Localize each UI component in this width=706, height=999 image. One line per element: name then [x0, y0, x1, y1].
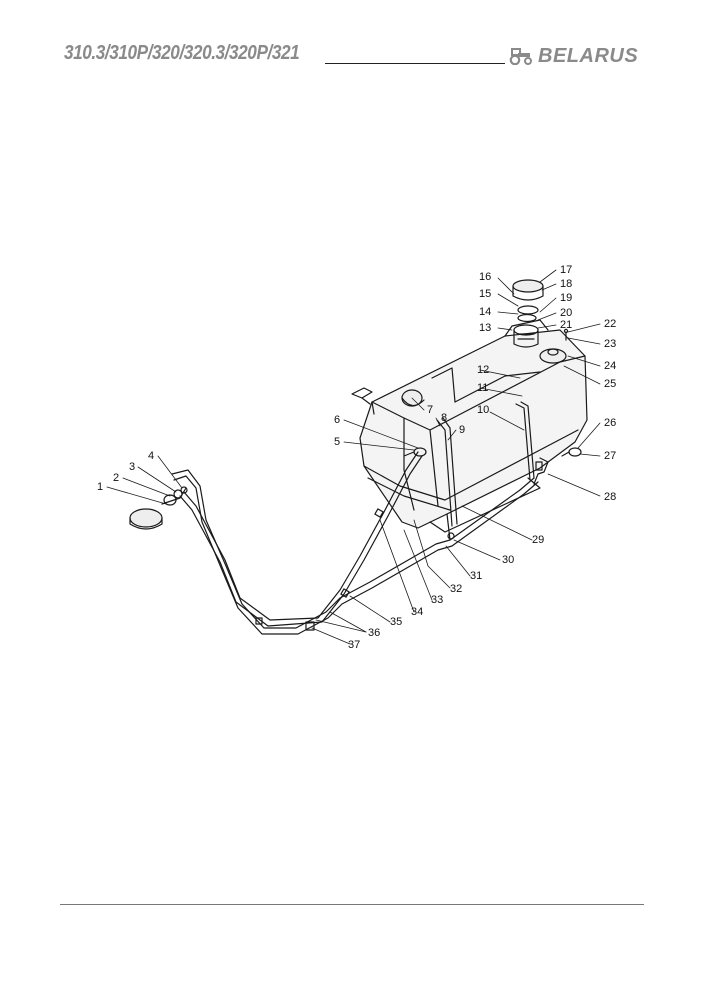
callout-32: 32 [450, 583, 462, 595]
callout-25: 25 [604, 378, 616, 390]
callout-6: 6 [334, 414, 340, 426]
callout-33: 33 [431, 594, 443, 606]
tank-strap-front [436, 417, 458, 527]
callout-15: 15 [479, 288, 491, 300]
callout-34: 34 [411, 606, 423, 618]
callout-8: 8 [441, 412, 447, 424]
fuel-tank [359, 319, 588, 529]
callout-30: 30 [502, 554, 514, 566]
callout-20: 20 [560, 307, 572, 319]
callout-18: 18 [560, 278, 572, 290]
tractor-icon [509, 48, 532, 65]
model-title: 310.3/310P/320/320.3/320P/321 [64, 42, 300, 64]
fuel-filter-fitting [129, 486, 188, 530]
callout-23: 23 [604, 338, 616, 350]
callout-21: 21 [560, 319, 572, 331]
callout-13: 13 [479, 322, 491, 334]
callout-1: 1 [97, 481, 103, 493]
drain-plug [561, 447, 582, 457]
callout-24: 24 [604, 360, 616, 372]
filler-cap-assembly [512, 279, 544, 348]
tank-outlet-fitting [403, 447, 427, 457]
callout-19: 19 [560, 292, 572, 304]
callout-37: 37 [348, 639, 360, 651]
fuel-gauge-sensor [539, 328, 569, 364]
callout-3: 3 [129, 461, 135, 473]
callout-leaders [106, 269, 601, 645]
callout-10: 10 [477, 404, 489, 416]
callout-28: 28 [604, 491, 616, 503]
callout-5: 5 [334, 436, 340, 448]
callout-16: 16 [479, 271, 491, 283]
callout-9: 9 [459, 424, 465, 436]
callout-14: 14 [479, 306, 491, 318]
fuel-tap [533, 457, 549, 485]
callout-12: 12 [477, 364, 489, 376]
callout-36: 36 [368, 627, 380, 639]
callout-17: 17 [560, 264, 572, 276]
tank-strap-rear [515, 401, 535, 481]
tank-label-plate [351, 387, 373, 405]
callout-35: 35 [390, 616, 402, 628]
callout-22: 22 [604, 318, 616, 330]
callout-4: 4 [148, 450, 154, 462]
brand-logo: BELARUS [508, 44, 638, 68]
callout-2: 2 [113, 472, 119, 484]
footer-divider [60, 904, 644, 905]
callout-11: 11 [477, 382, 488, 394]
callout-29: 29 [532, 534, 544, 546]
line-clamps [255, 508, 384, 631]
callout-7: 7 [427, 404, 433, 416]
callout-27: 27 [604, 450, 616, 462]
header-divider [325, 63, 505, 64]
callout-numbers: 1 2 3 4 5 6 7 8 9 10 11 12 13 14 15 16 1… [97, 264, 616, 651]
brand-name: BELARUS [538, 44, 639, 67]
callout-31: 31 [470, 570, 482, 582]
callout-26: 26 [604, 417, 616, 429]
